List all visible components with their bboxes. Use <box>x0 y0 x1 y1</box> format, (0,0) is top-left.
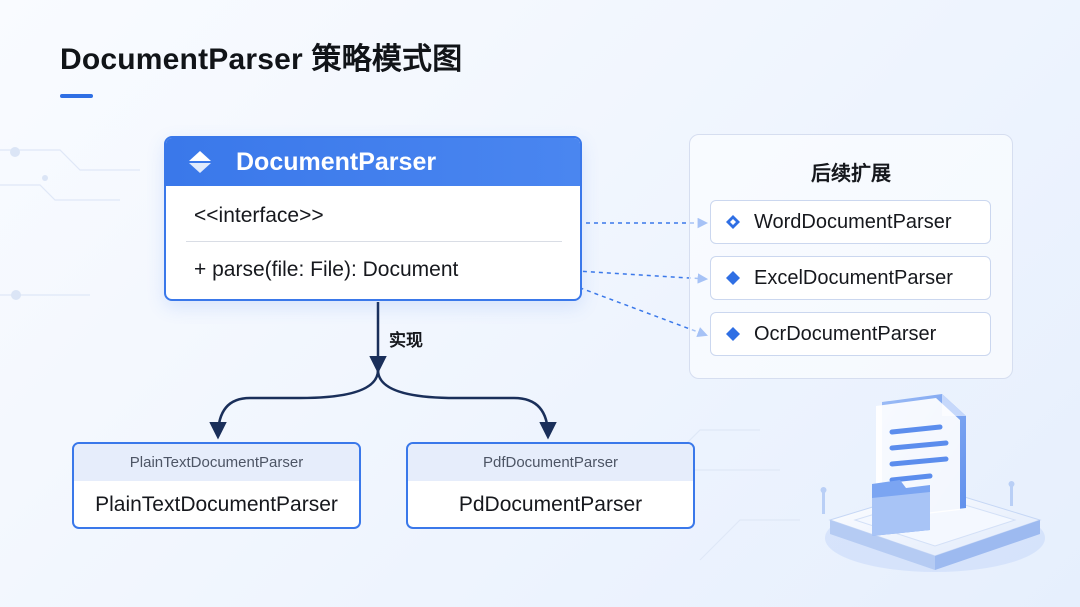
impl-card-name: PlainTextDocumentParser <box>95 493 338 516</box>
extension-panel: 后续扩展 WordDocumentParser ExcelDocumentPar… <box>689 134 1013 379</box>
implements-label: 实现 <box>389 331 423 350</box>
extension-panel-title: 后续扩展 <box>811 163 891 185</box>
diamond-icon <box>726 271 740 285</box>
diamond-icon <box>726 327 740 341</box>
arrow-to-plaintext <box>209 369 380 440</box>
extension-item-ocr: OcrDocumentParser <box>710 312 991 356</box>
interface-card: DocumentParser <<interface>> + parse(fil… <box>164 136 582 301</box>
implementation-arrows <box>209 302 557 440</box>
impl-card-plaintext: PlainTextDocumentParser PlainTextDocumen… <box>72 442 361 529</box>
impl-card-name: PdDocumentParser <box>458 493 643 516</box>
page-title: DocumentParser 策略模式图 <box>60 43 463 76</box>
interface-stereotype: <<interface>> <box>194 204 324 227</box>
title-accent-bar <box>60 94 93 98</box>
interface-method: + parse(file: File): Document <box>194 258 459 281</box>
impl-card-pdf: PdfDocumentParser PdDocumentParser <box>406 442 695 529</box>
extension-item-excel: ExcelDocumentParser <box>710 256 991 300</box>
extension-item-label: WordDocumentParser <box>754 211 952 233</box>
arrow-to-pdf <box>376 369 557 440</box>
document-folder-illustration <box>820 394 1045 572</box>
extension-item-label: ExcelDocumentParser <box>754 267 953 289</box>
extension-item-label: OcrDocumentParser <box>754 323 937 345</box>
interface-name: DocumentParser <box>236 148 437 176</box>
interface-divider <box>186 241 562 242</box>
impl-card-header: PlainTextDocumentParser <box>74 444 359 481</box>
impl-card-header: PdfDocumentParser <box>408 444 693 481</box>
extension-item-word: WordDocumentParser <box>710 200 991 244</box>
diamond-icon <box>726 215 740 229</box>
diamond-icon <box>189 151 211 173</box>
interface-card-header: DocumentParser <box>166 138 580 186</box>
